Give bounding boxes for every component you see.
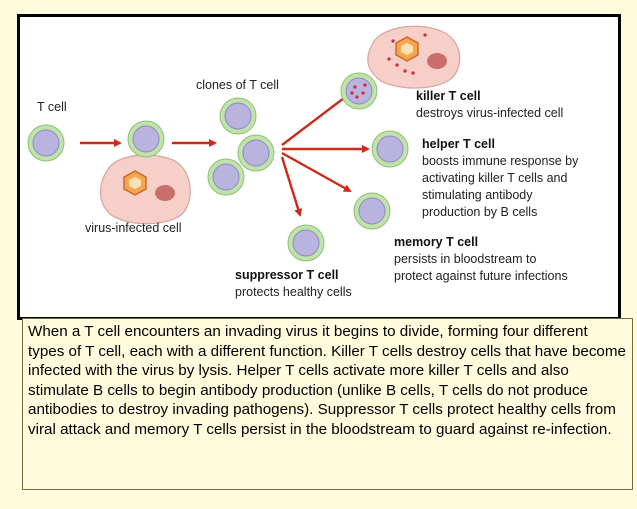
t-cell-diagram bbox=[27, 25, 461, 262]
killer-desc: destroys virus-infected cell bbox=[416, 106, 564, 120]
arrows bbox=[80, 93, 370, 217]
t-cell-dividing bbox=[127, 120, 165, 158]
memory-title: memory T cell bbox=[394, 235, 479, 249]
t-cell-label: T cell bbox=[37, 100, 67, 114]
helper-title: helper T cell bbox=[422, 137, 495, 151]
virus-infected-cell bbox=[99, 154, 191, 225]
memory-desc-line: persists in bloodstream to bbox=[394, 252, 537, 266]
suppressor-t-cell bbox=[287, 224, 325, 262]
killer-t-cell-text: killer T cell destroys virus-infected ce… bbox=[416, 88, 563, 122]
killer-t-cell bbox=[340, 72, 378, 110]
killer-title: killer T cell bbox=[416, 89, 481, 103]
helper-desc-line: production by B cells bbox=[422, 205, 538, 219]
helper-desc-line: activating killer T cells and bbox=[422, 171, 568, 185]
helper-desc-line: boosts immune response by bbox=[422, 154, 579, 168]
target-infected-cell bbox=[367, 25, 461, 89]
helper-t-cell bbox=[371, 130, 409, 168]
memory-desc-line: protect against future infections bbox=[394, 269, 568, 283]
memory-t-cell-text: memory T cell persists in bloodstream to… bbox=[394, 234, 568, 285]
clone-cell-1 bbox=[219, 97, 257, 135]
clones-label: clones of T cell bbox=[196, 78, 279, 92]
t-cell bbox=[27, 124, 65, 162]
helper-t-cell-text: helper T cell boosts immune response by … bbox=[422, 136, 578, 221]
suppressor-t-cell-text: suppressor T cell protects healthy cells bbox=[235, 267, 352, 301]
arrow-suppressor bbox=[280, 156, 303, 217]
helper-desc-line: stimulating antibody bbox=[422, 188, 533, 202]
caption-text: When a T cell encounters an invading vir… bbox=[28, 323, 626, 438]
virus-icon bbox=[395, 36, 419, 62]
suppressor-desc: protects healthy cells bbox=[235, 285, 352, 299]
clone-cell-2 bbox=[237, 134, 275, 172]
suppressor-title: suppressor T cell bbox=[235, 268, 339, 282]
caption-box: When a T cell encounters an invading vir… bbox=[22, 318, 633, 490]
memory-t-cell bbox=[353, 192, 391, 230]
arrow-memory bbox=[281, 151, 352, 193]
arrow-killer bbox=[281, 93, 350, 146]
virus-icon bbox=[123, 170, 147, 196]
diagram-frame: T cell clones of T cell virus-infected c… bbox=[17, 14, 621, 320]
virus-infected-cell-label: virus-infected cell bbox=[85, 221, 182, 235]
clone-cell-3 bbox=[207, 158, 245, 196]
